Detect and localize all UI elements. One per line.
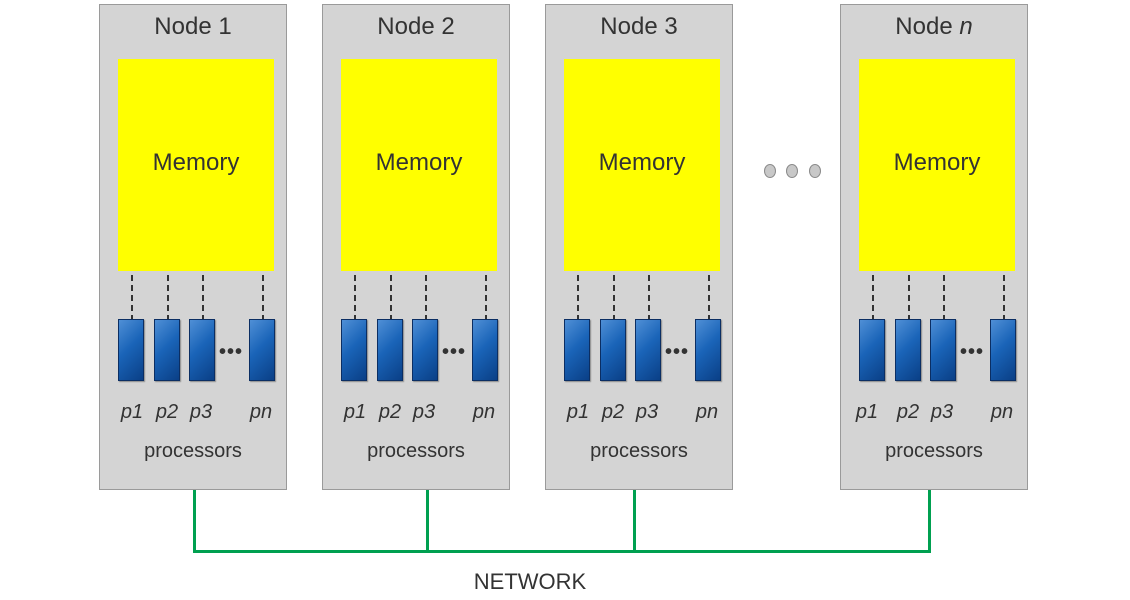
memory-link <box>577 275 579 321</box>
memory-link <box>262 275 264 321</box>
processor-label: p1 <box>855 401 879 423</box>
node-title: Node 3 <box>600 13 678 40</box>
network-drop-node-3 <box>633 490 636 553</box>
node-3: Node 3 Memory ••• p1 p2 p3 pn processors <box>545 4 733 490</box>
node-title-variable: n <box>959 13 973 40</box>
processor-label: pn <box>695 401 719 423</box>
processor-ellipsis: ••• <box>218 341 243 363</box>
processor <box>990 319 1016 381</box>
memory-link <box>708 275 710 321</box>
network-bus <box>193 550 931 553</box>
memory-block: Memory <box>859 59 1015 271</box>
node-n: Node n Memory ••• p1 p2 p3 pn processors <box>840 4 1028 490</box>
processor <box>472 319 498 381</box>
node-title-prefix: Node <box>895 13 960 40</box>
memory-link <box>131 275 133 321</box>
processor <box>154 319 180 381</box>
processor-label: p3 <box>635 401 659 423</box>
memory-label: Memory <box>152 149 240 176</box>
processor <box>859 319 885 381</box>
processor-label: p3 <box>930 401 954 423</box>
processor <box>930 319 956 381</box>
node-title: Node n <box>841 13 1027 41</box>
memory-link <box>425 275 427 321</box>
memory-label: Memory <box>598 149 686 176</box>
node-1: Node 1 Memory ••• p1 p2 p3 pn processors <box>99 4 287 490</box>
processor <box>600 319 626 381</box>
memory-label: Memory <box>375 149 463 176</box>
node-2: Node 2 Memory ••• p1 p2 p3 pn processors <box>322 4 510 490</box>
processor <box>341 319 367 381</box>
processor-label: p2 <box>155 401 179 423</box>
processors-label: processors <box>885 440 983 462</box>
processor <box>895 319 921 381</box>
processor-label: p1 <box>343 401 367 423</box>
processor <box>189 319 215 381</box>
processor-label: p1 <box>566 401 590 423</box>
memory-link <box>390 275 392 321</box>
processor-ellipsis: ••• <box>664 341 689 363</box>
memory-block: Memory <box>564 59 720 271</box>
memory-link <box>1003 275 1005 321</box>
memory-block: Memory <box>118 59 274 271</box>
processor-label: p3 <box>412 401 436 423</box>
processor <box>695 319 721 381</box>
memory-link <box>167 275 169 321</box>
processor-label: p1 <box>120 401 144 423</box>
processor-label: pn <box>249 401 273 423</box>
processor <box>377 319 403 381</box>
processor <box>564 319 590 381</box>
processor-ellipsis: ••• <box>959 341 984 363</box>
network-label: NETWORK <box>473 569 587 594</box>
processor-label: pn <box>472 401 496 423</box>
processor <box>118 319 144 381</box>
processor-label: p3 <box>189 401 213 423</box>
ellipsis-dot <box>809 164 821 178</box>
memory-link <box>908 275 910 321</box>
processor-label: pn <box>990 401 1014 423</box>
node-title: Node 1 <box>154 13 232 40</box>
memory-link <box>648 275 650 321</box>
memory-link <box>354 275 356 321</box>
network-drop-node-2 <box>426 490 429 553</box>
processor <box>635 319 661 381</box>
network-drop-node-n <box>928 490 931 553</box>
more-nodes-ellipsis <box>760 164 830 180</box>
memory-link <box>485 275 487 321</box>
ellipsis-dot <box>786 164 798 178</box>
processor-label: p2 <box>378 401 402 423</box>
ellipsis-dot <box>764 164 776 178</box>
memory-link <box>202 275 204 321</box>
network-drop-node-1 <box>193 490 196 553</box>
processor <box>249 319 275 381</box>
memory-link <box>943 275 945 321</box>
processors-label: processors <box>590 440 688 462</box>
memory-label: Memory <box>893 149 981 176</box>
processor <box>412 319 438 381</box>
processor-label: p2 <box>896 401 920 423</box>
processor-ellipsis: ••• <box>441 341 466 363</box>
processors-label: processors <box>367 440 465 462</box>
memory-block: Memory <box>341 59 497 271</box>
processor-label: p2 <box>601 401 625 423</box>
node-title: Node 2 <box>377 13 455 40</box>
memory-link <box>613 275 615 321</box>
memory-link <box>872 275 874 321</box>
processors-label: processors <box>144 440 242 462</box>
